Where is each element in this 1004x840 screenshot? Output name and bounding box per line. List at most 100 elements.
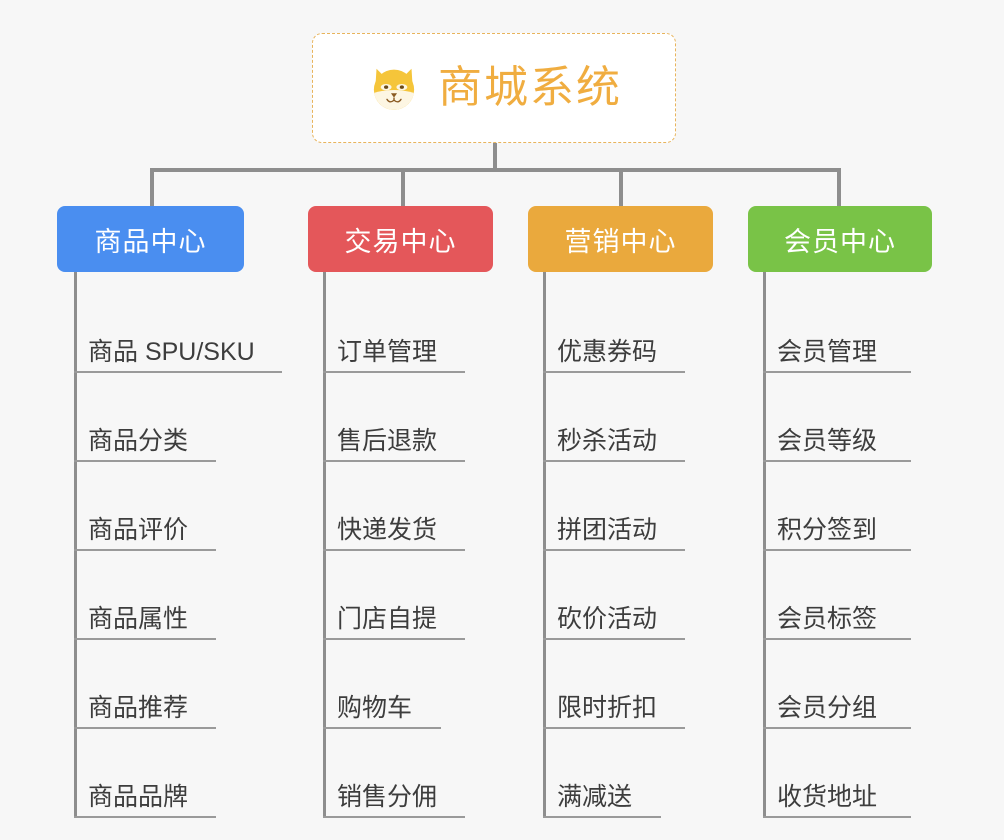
leaf-underline <box>543 816 661 818</box>
category-label: 营销中心 <box>564 226 677 257</box>
leaf-label: 砍价活动 <box>557 605 658 633</box>
list-item[interactable]: 商品分类 <box>57 373 317 462</box>
leaf-label: 商品推荐 <box>88 694 189 722</box>
list-item[interactable]: 商品属性 <box>57 551 317 640</box>
list-item[interactable]: 会员等级 <box>748 373 978 462</box>
list-item[interactable]: 秒杀活动 <box>528 373 758 462</box>
leaf-underline <box>543 727 685 729</box>
leaf-label: 销售分佣 <box>337 783 438 811</box>
root-title: 商城系统 <box>438 63 622 112</box>
leaf-label: 商品 SPU/SKU <box>88 338 255 366</box>
leaf-underline <box>763 460 911 462</box>
leaf-label: 拼团活动 <box>557 516 658 544</box>
leaf-underline <box>763 727 911 729</box>
leaf-label: 积分签到 <box>777 516 878 544</box>
leaf-underline <box>323 549 465 551</box>
branch-spine <box>74 272 77 818</box>
list-item[interactable]: 商品 SPU/SKU <box>57 284 317 373</box>
list-item[interactable]: 购物车 <box>308 640 538 729</box>
list-item[interactable]: 优惠券码 <box>528 284 758 373</box>
category-label: 交易中心 <box>344 226 457 257</box>
branch-spine <box>323 272 326 818</box>
leaf-label: 满减送 <box>557 783 633 811</box>
leaf-underline <box>74 549 216 551</box>
list-item[interactable]: 快递发货 <box>308 462 538 551</box>
branch-column-member-center: 会员中心 会员管理 会员等级 积分签到 会员标签 会员分组 <box>748 206 978 818</box>
branch-column-product-center: 商品中心 商品 SPU/SKU 商品分类 商品评价 商品属性 商品推荐 <box>57 206 317 818</box>
list-item[interactable]: 门店自提 <box>308 551 538 640</box>
leaf-underline <box>323 460 465 462</box>
category-label: 会员中心 <box>784 226 896 257</box>
leaf-label: 会员等级 <box>777 427 878 455</box>
list-item[interactable]: 销售分佣 <box>308 729 538 818</box>
leaf-label: 购物车 <box>337 694 413 722</box>
leaf-label: 售后退款 <box>337 427 438 455</box>
leaf-underline <box>74 460 216 462</box>
list-item[interactable]: 订单管理 <box>308 284 538 373</box>
connector-drop-3 <box>619 168 623 208</box>
list-item[interactable]: 售后退款 <box>308 373 538 462</box>
connector-drop-1 <box>150 168 154 208</box>
leaf-label: 订单管理 <box>337 338 438 366</box>
leaf-label: 收货地址 <box>777 783 878 811</box>
leaf-underline <box>543 371 685 373</box>
leaf-label: 优惠券码 <box>557 338 658 366</box>
leaf-underline <box>74 638 216 640</box>
root-node-shop-system[interactable]: 商城系统 <box>312 33 676 143</box>
leaf-underline <box>543 638 685 640</box>
leaf-underline <box>323 371 465 373</box>
connector-drop-4 <box>837 168 841 208</box>
leaf-label: 会员标签 <box>777 605 878 633</box>
list-item[interactable]: 商品评价 <box>57 462 317 551</box>
leaf-list-product-center: 商品 SPU/SKU 商品分类 商品评价 商品属性 商品推荐 商品品牌 <box>57 272 317 818</box>
list-item[interactable]: 拼团活动 <box>528 462 758 551</box>
leaf-list-trade-center: 订单管理 售后退款 快递发货 门店自提 购物车 销售分佣 <box>308 272 538 818</box>
connector-horizontal-bus <box>150 168 840 172</box>
leaf-underline <box>323 816 465 818</box>
branch-column-trade-center: 交易中心 订单管理 售后退款 快递发货 门店自提 购物车 <box>308 206 538 818</box>
branch-column-marketing-center: 营销中心 优惠券码 秒杀活动 拼团活动 砍价活动 限时折扣 <box>528 206 758 818</box>
leaf-label: 会员管理 <box>777 338 878 366</box>
leaf-label: 商品分类 <box>88 427 189 455</box>
list-item[interactable]: 会员分组 <box>748 640 978 729</box>
leaf-underline <box>763 638 911 640</box>
leaf-underline <box>763 816 911 818</box>
leaf-label: 限时折扣 <box>557 694 658 722</box>
list-item[interactable]: 砍价活动 <box>528 551 758 640</box>
leaf-label: 快递发货 <box>337 516 438 544</box>
leaf-list-marketing-center: 优惠券码 秒杀活动 拼团活动 砍价活动 限时折扣 满减送 <box>528 272 758 818</box>
branch-spine <box>763 272 766 818</box>
leaf-label: 商品品牌 <box>88 783 189 811</box>
list-item[interactable]: 满减送 <box>528 729 758 818</box>
category-label: 商品中心 <box>94 226 207 257</box>
leaf-label: 商品属性 <box>88 605 189 633</box>
connector-root-stub <box>493 143 497 171</box>
leaf-underline <box>74 727 216 729</box>
leaf-label: 会员分组 <box>777 694 878 722</box>
category-node-trade-center[interactable]: 交易中心 <box>308 206 493 272</box>
leaf-underline <box>323 727 441 729</box>
leaf-underline <box>543 460 685 462</box>
leaf-underline <box>323 638 465 640</box>
connector-drop-2 <box>401 168 405 208</box>
leaf-label: 门店自提 <box>337 605 438 633</box>
leaf-label: 秒杀活动 <box>557 427 658 455</box>
category-node-marketing-center[interactable]: 营销中心 <box>528 206 713 272</box>
leaf-label: 商品评价 <box>88 516 189 544</box>
branch-spine <box>543 272 546 818</box>
leaf-list-member-center: 会员管理 会员等级 积分签到 会员标签 会员分组 收货地址 <box>748 272 978 818</box>
list-item[interactable]: 限时折扣 <box>528 640 758 729</box>
list-item[interactable]: 商品品牌 <box>57 729 317 818</box>
list-item[interactable]: 收货地址 <box>748 729 978 818</box>
category-node-product-center[interactable]: 商品中心 <box>57 206 244 272</box>
category-node-member-center[interactable]: 会员中心 <box>748 206 932 272</box>
leaf-underline <box>763 371 911 373</box>
list-item[interactable]: 会员管理 <box>748 284 978 373</box>
leaf-underline <box>763 549 911 551</box>
leaf-underline <box>74 816 216 818</box>
list-item[interactable]: 会员标签 <box>748 551 978 640</box>
list-item[interactable]: 商品推荐 <box>57 640 317 729</box>
list-item[interactable]: 积分签到 <box>748 462 978 551</box>
leaf-underline <box>74 371 282 373</box>
